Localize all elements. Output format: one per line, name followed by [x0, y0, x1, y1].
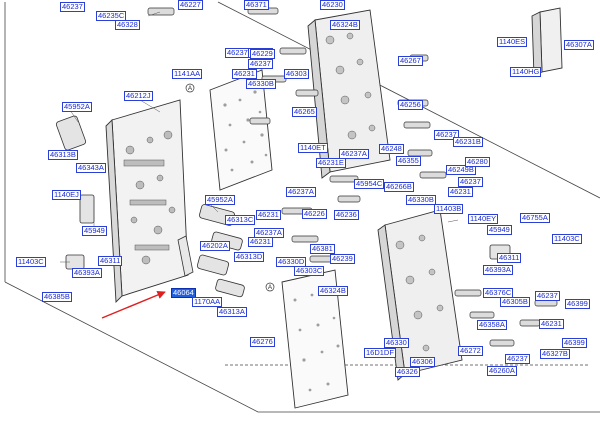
part-callout[interactable]: 16D1DF: [364, 348, 396, 358]
part-callout[interactable]: 46330B: [406, 195, 436, 205]
part-callout[interactable]: 46327B: [540, 349, 570, 359]
part-callout[interactable]: 46231: [248, 237, 273, 247]
part-callout[interactable]: 46248: [379, 144, 404, 154]
left-valve-body: [105, 99, 189, 304]
part-callout[interactable]: 46237A: [286, 187, 316, 197]
part-callout[interactable]: 46231B: [453, 137, 483, 147]
part-callout[interactable]: 46313D: [234, 252, 265, 262]
part-callout[interactable]: 45949: [82, 226, 107, 236]
part-callout[interactable]: 1141AA: [172, 69, 203, 79]
part-callout[interactable]: 46393A: [72, 268, 102, 278]
part-callout[interactable]: 46260A: [487, 366, 517, 376]
part-callout[interactable]: 46265: [292, 107, 317, 117]
part-callout[interactable]: 46237: [434, 130, 459, 140]
gasket-strip: [177, 235, 194, 277]
part-callout[interactable]: 45952A: [205, 195, 235, 205]
part-callout-highlighted[interactable]: 46064: [171, 288, 196, 298]
part-callout[interactable]: 46231: [448, 187, 473, 197]
part-callout[interactable]: 11403B: [434, 204, 464, 214]
part-callout[interactable]: 46330D: [276, 257, 307, 267]
part-callout[interactable]: 46230: [320, 0, 345, 10]
upper-valve-body: [307, 9, 391, 179]
part-callout[interactable]: 46237: [60, 2, 85, 12]
part-callout[interactable]: 1140ES: [497, 37, 528, 47]
part-callout[interactable]: 46306: [410, 357, 435, 367]
part-callout[interactable]: 46202A: [200, 241, 230, 251]
part-callout[interactable]: 46237: [248, 59, 273, 69]
part-callout[interactable]: 1140HG: [510, 67, 542, 77]
part-callout[interactable]: 46239: [330, 254, 355, 264]
part-callout[interactable]: 46266B: [384, 182, 414, 192]
part-callout[interactable]: 46755A: [520, 213, 550, 223]
part-callout[interactable]: 46212J: [124, 91, 153, 101]
part-callout[interactable]: 46305B: [500, 297, 530, 307]
part-callout[interactable]: 46358A: [477, 320, 507, 330]
part-callout[interactable]: 46330B: [246, 79, 276, 89]
part-callout[interactable]: 46313C: [225, 215, 256, 225]
part-callout[interactable]: 46226: [302, 209, 327, 219]
part-callout[interactable]: 46267: [398, 56, 423, 66]
part-callout[interactable]: 46237: [505, 354, 530, 364]
part-callout[interactable]: 46237: [225, 48, 250, 58]
part-callout[interactable]: 46307A: [564, 40, 594, 50]
part-callout[interactable]: 46272: [458, 346, 483, 356]
pointer-arrow: [101, 291, 166, 319]
part-callout[interactable]: 46324B: [330, 20, 360, 30]
right-edge-bracket: [531, 7, 563, 77]
part-callout[interactable]: 46235C: [96, 11, 127, 21]
part-callout[interactable]: 46313A: [217, 307, 247, 317]
part-callout[interactable]: 45954C: [354, 179, 385, 189]
part-callout[interactable]: 46376C: [483, 288, 514, 298]
svg-text:A: A: [188, 86, 192, 92]
part-callout[interactable]: 46303C: [294, 266, 325, 276]
part-callout[interactable]: 46237: [535, 291, 560, 301]
part-callout[interactable]: 11403C: [16, 257, 46, 267]
part-callout[interactable]: 1170AA: [192, 297, 223, 307]
part-callout[interactable]: 45952A: [62, 102, 92, 112]
part-callout[interactable]: 46326: [395, 367, 420, 377]
svg-text:A: A: [268, 285, 272, 291]
part-callout[interactable]: 46343A: [76, 163, 106, 173]
part-callout[interactable]: 46328: [115, 20, 140, 30]
part-callout[interactable]: 46231: [539, 319, 564, 329]
part-callout[interactable]: 46231: [232, 69, 257, 79]
part-callout[interactable]: 46371: [244, 0, 269, 10]
part-callout[interactable]: 46381: [310, 244, 335, 254]
part-callout[interactable]: 46256: [398, 100, 423, 110]
part-callout[interactable]: 46311: [497, 253, 522, 263]
part-callout[interactable]: 46313B: [48, 150, 78, 160]
part-callout[interactable]: 1140EJ: [52, 190, 81, 200]
part-callout[interactable]: 45949: [487, 225, 512, 235]
part-callout[interactable]: 46229: [250, 49, 275, 59]
part-callout[interactable]: 46237: [458, 177, 483, 187]
part-callout[interactable]: 46231: [256, 210, 281, 220]
part-callout[interactable]: 1140EY: [468, 214, 499, 224]
part-callout[interactable]: 46324B: [318, 286, 348, 296]
part-callout[interactable]: 46399: [565, 299, 590, 309]
part-callout[interactable]: 46237A: [339, 149, 369, 159]
part-callout[interactable]: 46280: [465, 157, 490, 167]
part-callout[interactable]: 46276: [250, 337, 275, 347]
part-callout[interactable]: 46330: [384, 338, 409, 348]
part-callout[interactable]: 46303: [284, 69, 309, 79]
part-callout[interactable]: 46249B: [446, 165, 476, 175]
part-callout[interactable]: 1140ET: [298, 143, 328, 153]
part-callout[interactable]: 46385B: [42, 292, 72, 302]
part-callout[interactable]: 46393A: [483, 265, 513, 275]
part-callout[interactable]: 46399: [562, 338, 587, 348]
part-callout[interactable]: 46231E: [316, 158, 346, 168]
part-callout[interactable]: 11403C: [552, 234, 582, 244]
view-marker-a: [185, 83, 275, 292]
part-callout[interactable]: 46227: [178, 0, 203, 10]
part-callout[interactable]: 46311: [98, 256, 123, 266]
part-callout[interactable]: 46355: [396, 156, 421, 166]
part-callout[interactable]: 46236: [334, 210, 359, 220]
